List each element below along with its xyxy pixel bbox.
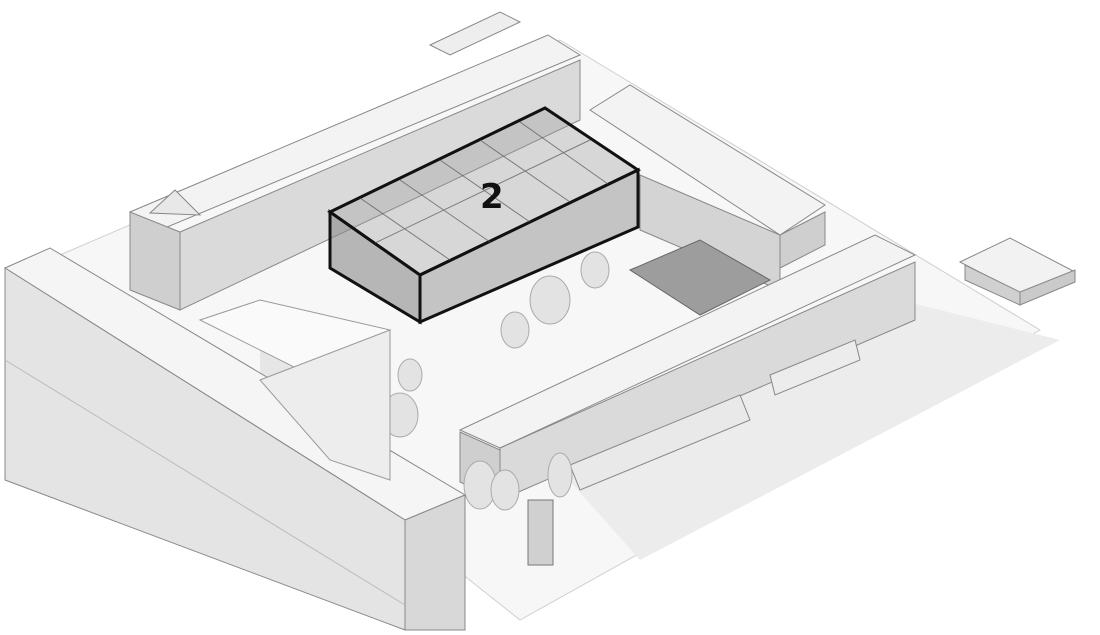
building-shadow [560, 300, 1060, 560]
detached-building [958, 237, 1077, 306]
trees [381, 251, 610, 511]
stair-tower [527, 499, 554, 566]
volume-label: 2 [480, 177, 504, 217]
southeast-wing-building [458, 234, 917, 501]
perimeter-block [3, 247, 467, 631]
highlighted-volume-2[interactable]: 2 [327, 106, 642, 325]
north-wing-building [128, 11, 582, 311]
courtyard-pavilion [628, 239, 772, 316]
volume-side-face [418, 167, 640, 325]
east-wing-building [589, 84, 826, 291]
